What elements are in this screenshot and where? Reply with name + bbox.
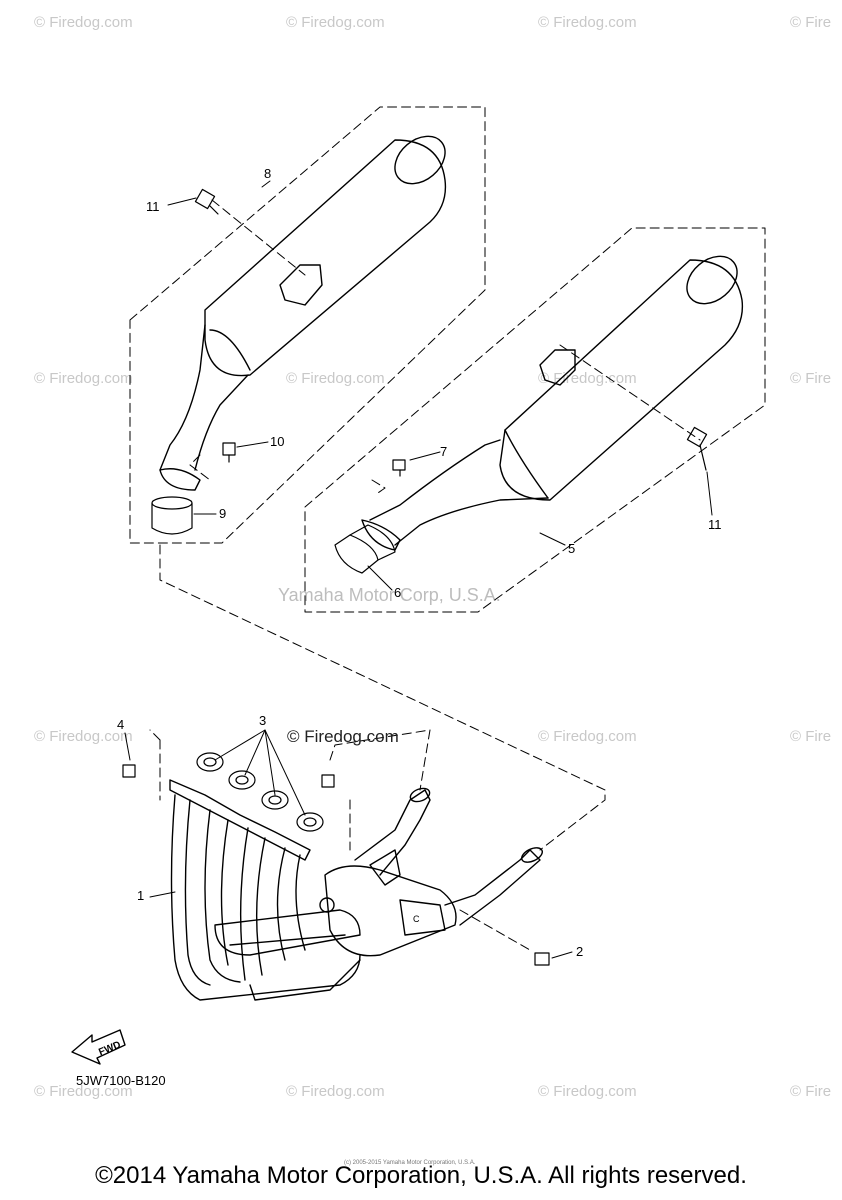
callout-7: 7 xyxy=(440,444,448,459)
watermark: © Firedog.com xyxy=(286,14,385,31)
callout-3: 3 xyxy=(259,713,267,728)
gaskets-3 xyxy=(196,752,324,832)
exhaust-header: C xyxy=(169,779,543,1001)
muffler-left xyxy=(159,135,447,491)
watermark: © Fire xyxy=(790,728,832,745)
fwd-arrow xyxy=(71,1029,126,1065)
callout-10: 10 xyxy=(270,434,285,449)
watermark: © Firedog.com xyxy=(286,1083,385,1100)
watermark: © Firedog.com xyxy=(34,728,133,745)
watermark: © Firedog.com xyxy=(34,14,133,31)
svg-text:C: C xyxy=(413,914,420,924)
watermark: © Firedog.com xyxy=(538,14,637,31)
bolt-2 xyxy=(534,952,550,966)
muffler-right xyxy=(361,255,744,551)
watermark: © Fire xyxy=(790,14,832,31)
watermark: © Firedog.com xyxy=(34,1083,133,1100)
callout-4: 4 xyxy=(117,717,125,732)
bolt-7 xyxy=(392,459,406,477)
gasket-9 xyxy=(151,496,193,535)
muffler-right-group-box xyxy=(304,227,766,613)
callout-9: 9 xyxy=(219,506,227,521)
small-print: (c) 2005-2015 Yamaha Motor Corporation, … xyxy=(344,1160,476,1166)
yamaha-watermark: Yamaha Motor Corp, U.S.A. xyxy=(278,585,501,605)
callout-8: 8 xyxy=(264,166,272,181)
watermark: © Fire xyxy=(790,370,832,387)
watermark: © Firedog.com xyxy=(538,1083,637,1100)
bolt-10 xyxy=(222,442,236,463)
center-watermark: © Firedog.com xyxy=(287,727,399,746)
watermark: © Firedog.com xyxy=(538,728,637,745)
copyright-notice: ©2014 Yamaha Motor Corporation, U.S.A. A… xyxy=(95,1162,747,1189)
callout-2: 2 xyxy=(576,944,584,959)
watermark: © Firedog.com xyxy=(286,370,385,387)
callout-6: 6 xyxy=(394,585,402,600)
nut-4 xyxy=(122,764,136,778)
gasket-6 xyxy=(334,524,396,574)
callout-11: 11 xyxy=(146,199,160,214)
bolt-11-right xyxy=(686,426,708,471)
watermark: © Fire xyxy=(790,1083,832,1100)
callout-1: 1 xyxy=(137,888,145,903)
routing-line-left xyxy=(159,544,606,851)
watermark: © Firedog.com xyxy=(34,370,133,387)
callout-5: 5 xyxy=(568,541,576,556)
muffler-left-group-box xyxy=(129,106,486,544)
fwd-label: FWD xyxy=(97,1040,122,1059)
callout-11: 11 xyxy=(708,517,722,532)
bolt-center xyxy=(321,774,335,788)
diagram-code: 5JW7100-B120 xyxy=(76,1073,166,1088)
bolt-11-left xyxy=(194,188,219,215)
